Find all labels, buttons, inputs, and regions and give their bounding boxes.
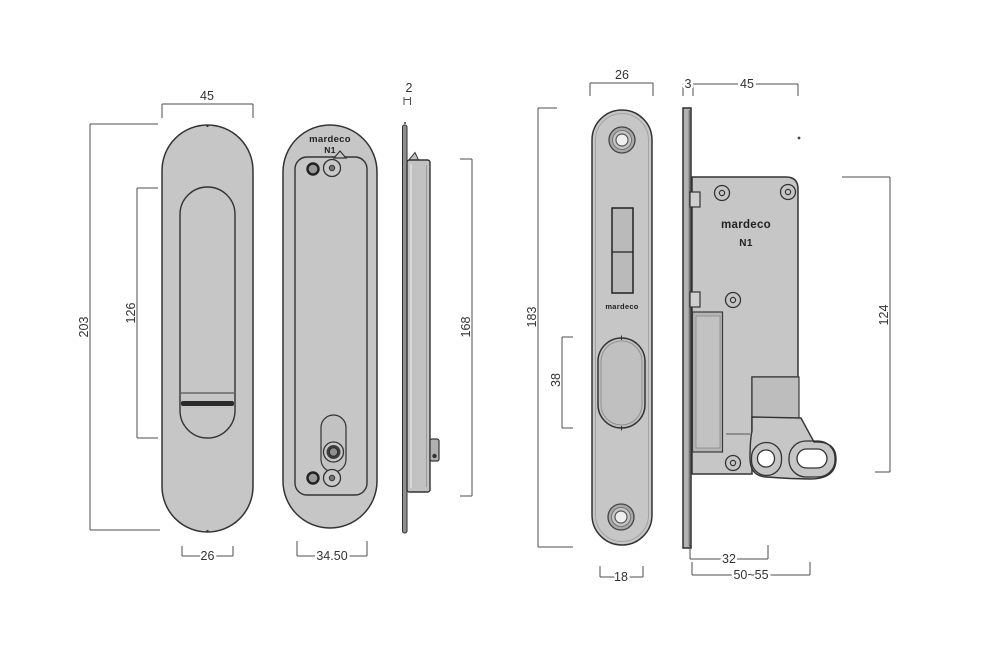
dim-label-front-height: 203: [77, 317, 91, 338]
hook-eye-ring: [788, 440, 836, 478]
dimension-back-bottom-width: 34.50: [296, 541, 368, 566]
hook-eye-hole: [796, 448, 828, 469]
faceplate-edge: [682, 107, 692, 549]
dim-label-front-bottom-width: 26: [201, 549, 215, 563]
dim-label-lock-height: 124: [877, 305, 891, 326]
dimension-faceplate-width: 26: [589, 68, 654, 96]
dimension-body-height: 124: [842, 176, 891, 473]
front-pull-grip-shadow: [181, 401, 234, 406]
screw-hole: [306, 471, 320, 485]
dimension-backset: 32: [689, 545, 769, 569]
dimension-cutout-height: 38: [549, 336, 573, 429]
rivet-pin: [729, 296, 737, 304]
dim-label-body-width: 45: [740, 77, 754, 91]
rivets: [713, 183, 797, 472]
center-mark: [404, 122, 406, 124]
spindle-center: [328, 447, 339, 457]
faceplate-outline: [591, 109, 653, 546]
lock-body-model: N1: [739, 238, 753, 249]
center-mark: [797, 136, 801, 140]
faceplate-logo: mardeco: [605, 302, 638, 311]
hook-pivot-hole: [756, 449, 776, 468]
rivet: [713, 184, 731, 202]
view-faceplate: mardeco 26 183 38 18: [525, 68, 654, 587]
alignment-notch: [332, 150, 348, 159]
dimension-faceplate-height: 183: [525, 107, 573, 548]
view-lock-body: mardeco N1 3 45 124 32 50~55: [682, 75, 891, 585]
rivet-pin: [718, 189, 726, 197]
view-side-profile: 2 168: [402, 81, 473, 534]
screw-pin: [328, 164, 336, 172]
case-recess-inner: [695, 315, 721, 449]
pull-body-side: [406, 159, 431, 493]
dim-label-faceplate-bottom-width: 18: [614, 570, 628, 584]
dimension-body-height: 168: [459, 158, 473, 497]
knob-pin: [432, 453, 437, 459]
view-front-pull: 45 203 126 26: [77, 89, 254, 566]
back-pull-model: N1: [324, 145, 335, 155]
dimension-adjust-range: 50~55: [691, 562, 811, 585]
dim-label-flange-thickness: 2: [406, 81, 413, 95]
rivet-pin: [784, 188, 792, 196]
hook-cutout-bevel: [600, 340, 643, 426]
dim-label-faceplate-width: 26: [615, 68, 629, 82]
back-pull-logo: mardeco: [309, 134, 351, 145]
dim-label-front-width: 45: [200, 89, 214, 103]
dim-label-backset: 32: [722, 552, 736, 566]
back-pull-outline: [282, 124, 378, 529]
screw-hole: [615, 133, 629, 147]
dim-label-adjust-range: 50~55: [733, 568, 768, 582]
dimension-front-width: 45: [161, 89, 254, 118]
dim-label-back-bottom-width: 34.50: [316, 549, 347, 563]
dimension-recess-height: 126: [124, 187, 158, 439]
hook-cutout: [597, 337, 646, 429]
rivet: [779, 183, 797, 201]
rivet-pin: [729, 459, 737, 467]
faceplate-bevel: [595, 113, 649, 542]
center-mark: [206, 529, 209, 533]
screw-pin: [328, 474, 336, 482]
center-mark: [206, 124, 209, 128]
dimension-front-bottom-width: 26: [181, 546, 234, 566]
front-pull-recess: [179, 186, 236, 439]
rivet: [724, 291, 742, 309]
back-pull-body-plate: [294, 156, 368, 496]
view-back-pull: mardeco N1 34.50: [282, 124, 378, 566]
front-pull-outline: [161, 124, 254, 533]
dimension-front-height: 203: [77, 123, 160, 531]
latch-opening: [611, 207, 634, 294]
rivet: [724, 454, 742, 472]
edge-tab: [689, 291, 701, 308]
lock-body-logo: mardeco: [721, 219, 771, 231]
screw-hole: [614, 510, 628, 524]
edge-tab: [689, 191, 701, 208]
screw-hole: [306, 162, 320, 176]
dim-label-cutout-height: 38: [549, 373, 563, 387]
dim-label-plate-thickness: 3: [685, 77, 692, 91]
dim-label-recess-height: 126: [124, 303, 138, 324]
dimension-flange-thickness: 2: [403, 81, 413, 105]
dim-label-faceplate-height: 183: [525, 307, 539, 328]
knob-side: [429, 438, 440, 462]
hook-pivot-ring: [750, 441, 783, 477]
dimension-plate-and-body-width: 3 45: [682, 75, 799, 96]
dim-label-body-height: 168: [459, 317, 473, 338]
dimension-faceplate-bottom-width: 18: [599, 566, 644, 587]
